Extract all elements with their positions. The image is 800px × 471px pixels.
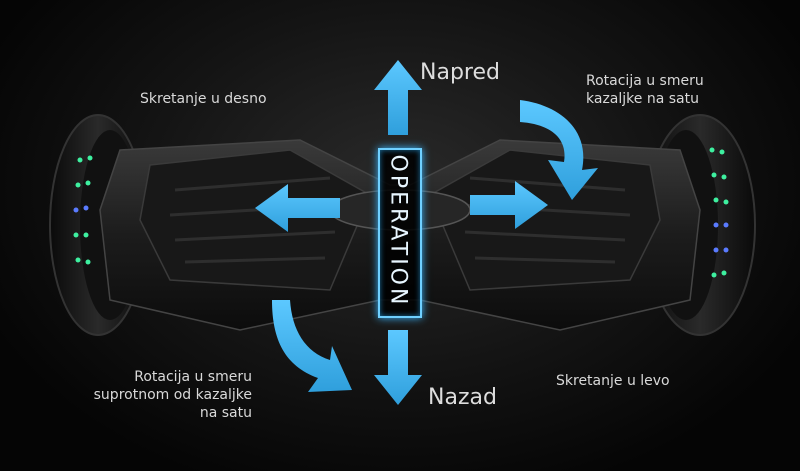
back-arrow [374,330,422,405]
forward-arrow [374,60,422,135]
operation-badge [378,148,422,318]
back-label: Nazad [428,385,497,410]
counter-clockwise-arrow [272,300,352,392]
operation-label: OPERATION [385,154,411,308]
left-arrow [255,184,340,232]
right-foot-pad [429,149,661,291]
left-foot-pad [139,149,371,291]
clockwise-rotation-label: Rotacija u smeru kazaljke na satu [586,73,704,107]
clockwise-arrow [520,100,598,200]
counter-clockwise-rotation-label: Rotacija u smeru suprotnom od kazaljke n… [93,369,252,421]
right-arrow [470,181,548,229]
forward-label: Napred [420,60,500,85]
turn-left-label: Skretanje u levo [556,373,670,389]
turn-right-label: Skretanje u desno [140,91,267,107]
left-wheel-leds [73,155,93,265]
right-wheel-leds [709,147,729,278]
